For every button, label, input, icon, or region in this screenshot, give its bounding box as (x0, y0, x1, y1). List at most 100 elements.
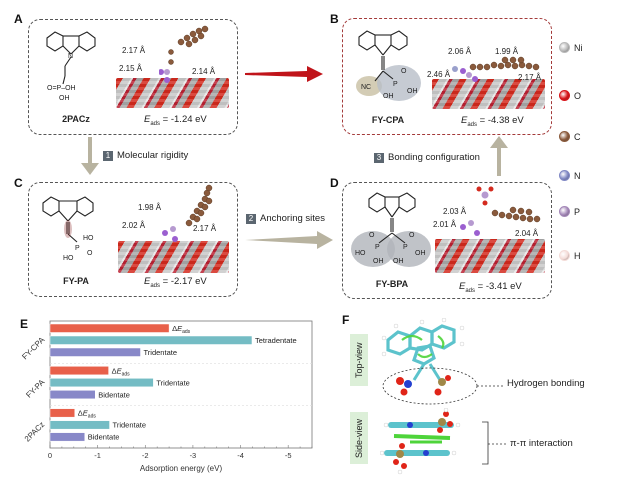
bar-label: Tridentate (113, 421, 147, 430)
nio-surface (432, 79, 545, 109)
eads-subscript: ads (467, 121, 478, 128)
o-label: O (369, 232, 375, 239)
bar-label: Bidentate (98, 390, 130, 399)
oh-label: OH (393, 258, 404, 265)
bar (49, 335, 253, 345)
ho-label: HO (83, 235, 94, 242)
distance-label: 2.02 Å (122, 221, 146, 230)
bar (49, 347, 141, 357)
panel-b-letter: B (330, 12, 339, 26)
eads-symbol: E (461, 115, 468, 126)
oh-label: OH (59, 95, 70, 102)
eads-value: = -1.24 eV (162, 114, 207, 125)
panel-d: O O P P HO OH OH OH FY-BPA 2.03 Å 2.01 Å… (342, 182, 552, 299)
distance-label: 2.01 Å (433, 220, 457, 229)
step-2-label: 2 Anchoring sites (246, 213, 325, 224)
bar (49, 323, 170, 333)
x-tick-label: -5 (285, 451, 292, 460)
atom-ball-icon (559, 90, 570, 101)
top-view-molecule (381, 318, 465, 396)
atom-ball-icon (559, 206, 570, 217)
eads-value: = -4.38 eV (479, 115, 524, 126)
panel-f-letter: F (342, 313, 350, 327)
legend-item-o: O (559, 90, 581, 101)
legend-label: Ni (574, 42, 583, 53)
structure-fy-bpa: O O P P HO OH OH OH (351, 192, 431, 267)
distance-label: 2.06 Å (448, 47, 472, 56)
bar-label: Bidentate (88, 433, 120, 442)
structure-fy-cpa: NC O P OH OH (356, 30, 421, 101)
eads-symbol: E (144, 114, 151, 125)
p-label: P (375, 244, 380, 251)
panel-b: NC O P OH OH FY-CPA 2.06 Å 1.99 Å 2.46 Å… (342, 18, 552, 135)
x-tick-label: -1 (94, 451, 101, 460)
molecule-name-fy-cpa: FY-CPA (371, 115, 405, 125)
step-3-text: Bonding configuration (388, 152, 480, 163)
adsorption-energy-b: Eads = -4.38 eV (461, 115, 524, 128)
bar (49, 366, 109, 376)
eads-value: = -3.41 eV (477, 281, 522, 292)
legend-item-p: P (559, 206, 580, 217)
panel-c: HO P O HO FY-PA 1.98 Å 2.02 Å 2.17 Å Ead… (28, 182, 238, 297)
legend-item-ni: Ni (559, 42, 583, 53)
eads-symbol: E (144, 276, 151, 287)
oh-label: OH (407, 88, 418, 95)
adsorbed-molecule (159, 25, 209, 83)
panel-c-letter: C (14, 176, 23, 190)
distance-label: 2.46 Å (427, 70, 451, 79)
adsorbed-molecule (452, 56, 540, 82)
atom-ball-icon (559, 170, 570, 181)
legend-label: O (574, 90, 582, 101)
bar-label: Tridentate (144, 348, 178, 357)
legend-label: N (574, 170, 581, 181)
distance-label: 2.15 Å (119, 64, 143, 73)
nio-surface (116, 78, 229, 108)
oh-label: OH (383, 93, 394, 100)
category-label: 2PACz (23, 420, 47, 444)
distance-label: 2.17 Å (518, 73, 542, 82)
bar (49, 408, 76, 418)
p-label: P (403, 244, 408, 251)
oh-label: OH (373, 258, 384, 265)
x-tick-label: -3 (190, 451, 197, 460)
step-1-number: 1 (103, 150, 113, 161)
bar (49, 432, 86, 442)
panel-d-letter: D (330, 176, 339, 190)
arrow-a-to-b (245, 66, 323, 82)
bar-label: ΔEads (78, 409, 97, 420)
pi-pi-interaction-label: π-π interaction (510, 438, 573, 449)
molecule-name-2pacz: 2PACz (62, 114, 90, 124)
step-3-label: 3 Bonding configuration (374, 152, 480, 163)
step-1-text: Molecular rigidity (117, 150, 189, 161)
distance-label: 2.14 Å (192, 67, 216, 76)
hydrogen-bonding-leader (477, 385, 505, 387)
ho-label: HO (63, 255, 74, 262)
eads-subscript: ads (150, 120, 161, 127)
legend-label: C (574, 131, 581, 142)
step-3-number: 3 (374, 152, 384, 163)
bar-label: Tridentate (156, 378, 190, 387)
legend-label: H (574, 250, 581, 261)
eads-symbol: E (459, 281, 466, 292)
eads-value: = -2.17 eV (162, 276, 207, 287)
panel-a: N O=P–OH OH 2PACz 2.17 Å 2.15 Å 2.14 Å E… (28, 19, 238, 135)
atom-ball-icon (559, 42, 570, 53)
nio-surface (118, 241, 229, 273)
legend-item-c: C (559, 131, 581, 142)
p-label: P (75, 245, 80, 252)
adsorbed-molecule (460, 186, 541, 236)
panel-e-letter: E (20, 317, 29, 331)
molecule-name-fy-pa: FY-PA (63, 276, 89, 286)
adsorption-energy-a: Eads = -1.24 eV (144, 114, 207, 127)
category-label: FY-CPA (20, 335, 47, 362)
step-2-text: Anchoring sites (260, 213, 325, 224)
phosphonic-label: O=P–OH (47, 85, 76, 92)
x-axis-label: Adsorption energy (eV) (140, 464, 223, 473)
atom-ball-icon (559, 131, 570, 142)
distance-label: 2.04 Å (515, 229, 539, 238)
arrow-a-to-c (81, 137, 99, 175)
ho-label: HO (355, 250, 366, 257)
bar-label: ΔEads (172, 324, 191, 335)
p-label: P (393, 81, 398, 88)
side-view-molecule (380, 408, 461, 475)
